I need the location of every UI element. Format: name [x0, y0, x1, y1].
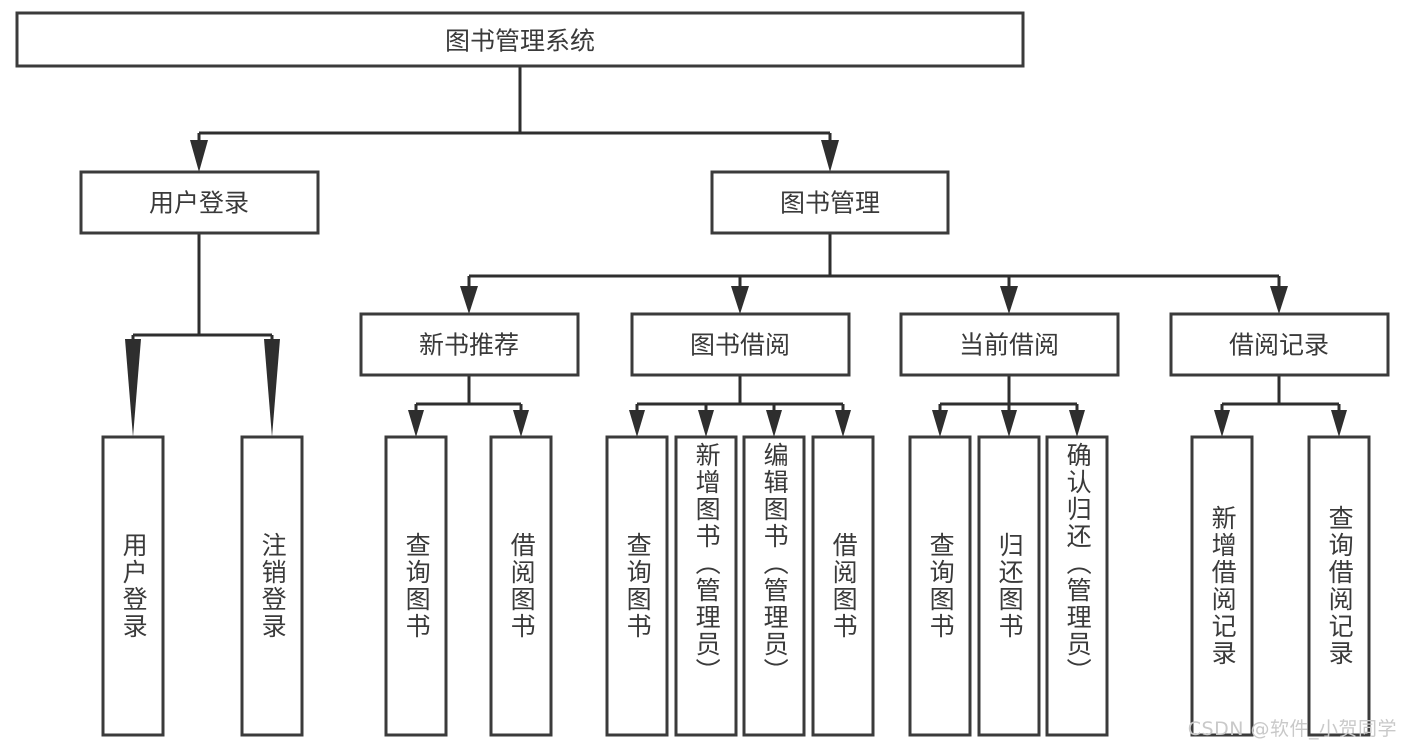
connector-group-new-book-recommend	[408, 375, 529, 437]
arrowhead-br-leaf-1	[1214, 410, 1230, 437]
leaf-box-bb-borrow-book[interactable]	[811, 435, 875, 737]
node-label-book-borrow: 图书借阅	[690, 331, 790, 360]
arrowhead-user-login	[190, 140, 208, 172]
arrowhead-nbr-leaf-1	[408, 410, 424, 437]
connector-group-book-borrow	[629, 375, 851, 437]
node-box-user-login[interactable]	[79, 170, 320, 235]
leaf-box-bb-query-book[interactable]	[605, 435, 669, 737]
leaf-box-bb-edit-book[interactable]	[742, 435, 806, 737]
leaf-box-br-query-record[interactable]	[1307, 435, 1371, 737]
leaf-box-cb-confirm-return[interactable]	[1045, 435, 1109, 737]
node-box-new-book-recommend[interactable]	[359, 312, 580, 377]
arrowhead-cb-leaf-2	[1001, 410, 1017, 437]
arrowhead-current-borrow	[1000, 286, 1018, 314]
node-box-current-borrow[interactable]	[899, 312, 1120, 377]
node-box-book-manage[interactable]	[710, 170, 950, 235]
arrowhead-br-leaf-2	[1331, 410, 1347, 437]
connector-group-current-borrow	[932, 375, 1085, 437]
leaf-box-user-login-login[interactable]	[101, 435, 165, 737]
arrowhead-borrow-record	[1270, 286, 1288, 314]
connector-group-borrow-record	[1214, 375, 1347, 437]
connector-group-user-login	[125, 233, 280, 437]
leaf-box-br-add-record[interactable]	[1190, 435, 1254, 737]
leaf-box-cb-query-book[interactable]	[908, 435, 972, 737]
leaf-box-bb-add-book[interactable]	[674, 435, 738, 737]
node-label-current-borrow: 当前借阅	[959, 331, 1059, 360]
node-label-new-book-recommend: 新书推荐	[419, 331, 519, 360]
connector-group-root	[190, 66, 839, 172]
leaf-box-user-login-logout[interactable]	[240, 435, 304, 737]
arrowhead-bb-leaf-3	[766, 410, 782, 437]
node-label-root: 图书管理系统	[445, 27, 595, 56]
node-box-book-borrow[interactable]	[630, 312, 851, 377]
node-label-user-login: 用户登录	[149, 189, 249, 218]
arrowhead-book-manage	[821, 140, 839, 172]
arrowhead-nbr-leaf-2	[513, 410, 529, 437]
arrowhead-bb-leaf-1	[629, 410, 645, 437]
leaf-box-nbr-query-book[interactable]	[384, 435, 448, 737]
arrowhead-bb-leaf-2	[698, 410, 714, 437]
arrowhead-cb-leaf-1	[932, 410, 948, 437]
connector-group-book-manage	[460, 233, 1288, 314]
node-box-borrow-record[interactable]	[1169, 312, 1390, 377]
node-label-book-manage: 图书管理	[780, 189, 880, 218]
arrowhead-bb-leaf-4	[835, 410, 851, 437]
arrowhead-cb-leaf-3	[1069, 410, 1085, 437]
arrowhead-new-book-recommend	[460, 286, 478, 314]
node-box-root[interactable]	[15, 11, 1025, 68]
node-label-borrow-record: 借阅记录	[1229, 331, 1329, 360]
arrowhead-book-borrow	[731, 286, 749, 314]
leaf-box-nbr-borrow-book[interactable]	[489, 435, 553, 737]
watermark-csdn: CSDN @软件_小贺同学	[1187, 718, 1397, 740]
leaf-box-cb-return-book[interactable]	[977, 435, 1041, 737]
